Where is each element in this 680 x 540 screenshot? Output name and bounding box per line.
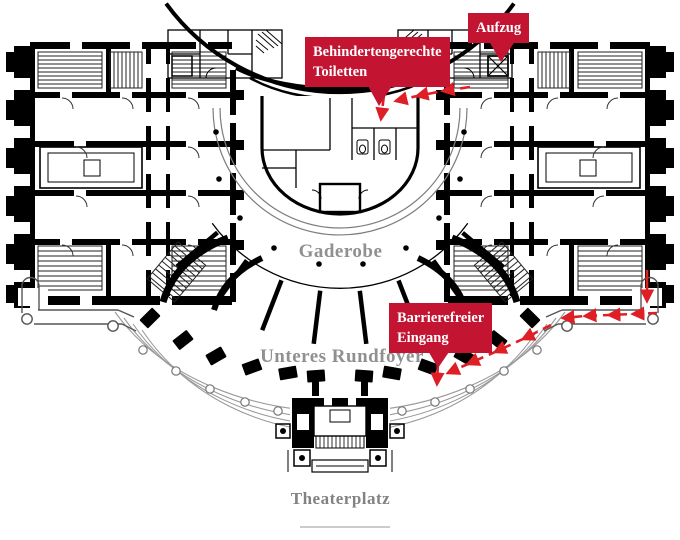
callout-accessible-entrance-line2: Eingang [397,330,449,346]
route-along-steps [445,323,552,375]
toilet-icon [378,139,391,155]
callout-accessible-toilets-line1: Behindertengerechte [313,44,442,60]
callout-accessible-entrance-line1: Barrierefreier [397,310,485,326]
callout-tail-toilets [368,86,392,106]
callout-accessible-toilets: Behindertengerechte Toiletten [305,37,450,87]
callout-elevator-label: Aufzug [476,20,522,36]
callout-tail-entrance [427,349,451,368]
route-terrace-walkway [560,306,658,325]
elevator-icon [487,55,509,77]
route-corridor-to-toilets [393,82,471,106]
callout-tail-elevator [490,43,514,62]
area-label-theater-square: Theaterplatz [290,489,391,508]
column-dots [213,129,467,267]
callout-accessible-entrance: Barrierefreier Eingang [389,303,493,353]
area-label-lower-round-foyer: Unteres Rundfoyer [260,346,424,367]
callout-accessible-toilets-line2: Toiletten [313,64,368,80]
inner-core [260,96,420,216]
area-label-cloakroom: Gaderobe [298,241,383,262]
cloakroom-arcs [212,107,468,236]
terrace-left [18,276,137,332]
colonnade [139,307,541,402]
portico [275,396,405,476]
callout-elevator: Aufzug [468,13,530,43]
callout-tails [368,43,514,368]
toilet-icon [356,139,369,155]
